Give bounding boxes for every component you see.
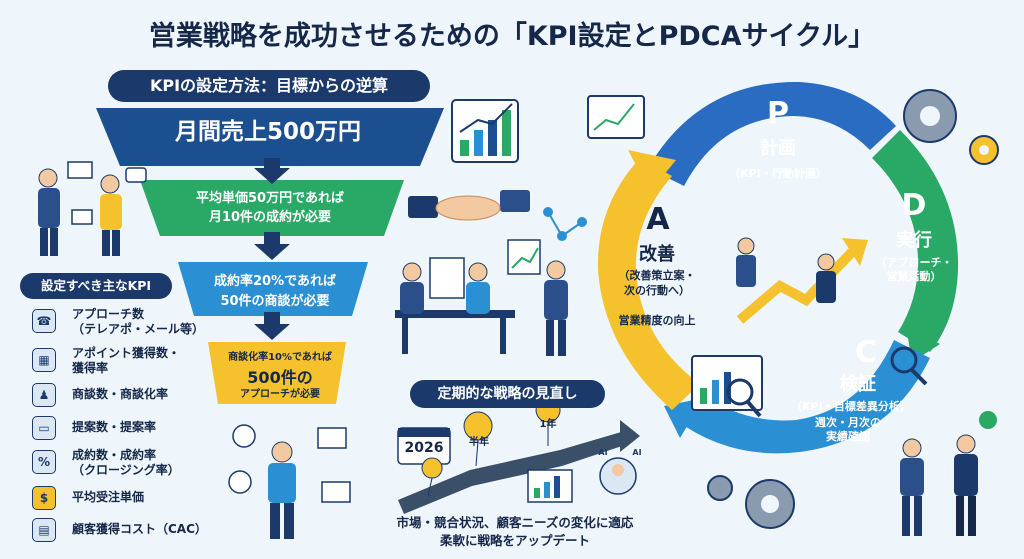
pdca-a-subtitle-line-1: （改善策立案・ bbox=[618, 269, 696, 282]
kpi-item-label: アプローチ数 bbox=[72, 307, 145, 321]
kpi-list-heading: 設定すべき主なKPI bbox=[20, 273, 172, 299]
kpi-item-label: 平均受注単価 bbox=[72, 490, 145, 504]
pdca-a-subtitle-line-2: 次の行動へ） bbox=[624, 284, 690, 297]
kpi-item-sublabel: （クロージング率） bbox=[72, 463, 180, 477]
kpi-item-label: 商談数・商談化率 bbox=[72, 387, 169, 401]
money-bag-icon: $ bbox=[32, 486, 56, 510]
kpi-item-sublabel: （テレアポ・メール等） bbox=[72, 322, 205, 336]
meeting-illustration bbox=[395, 257, 515, 354]
funnel-step-4-line-2: 500件の bbox=[247, 368, 313, 387]
kpi-item-sublabel: 獲得率 bbox=[72, 361, 109, 375]
pdca-d-subtitle-line-1: （アプローチ・ bbox=[875, 256, 953, 269]
pdca-d-letter: D bbox=[901, 188, 927, 223]
funnel-step-3 bbox=[178, 262, 368, 316]
funnel-arrow-1 bbox=[254, 158, 290, 184]
pdca-c-note: 週次・月次の 実績確認 bbox=[788, 416, 908, 444]
pdca-a-subtitle: （改善策立案・ 次の行動へ） bbox=[598, 268, 716, 298]
kpi-item-label: アポイント獲得数・ bbox=[72, 346, 181, 360]
phone-worker-illustration bbox=[228, 424, 351, 539]
funnel-step-2-line-2: 月10件の成約が必要 bbox=[208, 210, 332, 225]
handshake-icon bbox=[408, 190, 530, 221]
funnel-step-4 bbox=[208, 342, 346, 404]
people-bottom-right bbox=[900, 411, 997, 536]
pdca-d-title: 実行 bbox=[896, 230, 932, 251]
funnel-arrow-2 bbox=[254, 232, 290, 260]
pdca-a-note: 営業精度の向上 bbox=[618, 314, 696, 327]
pdca-a-letter: A bbox=[646, 202, 670, 237]
pdca-p-title: 計画 bbox=[760, 138, 796, 159]
growth-chart-icon bbox=[451, 99, 519, 163]
kpi-item-label: 顧客獲得コスト（CAC） bbox=[72, 522, 207, 536]
pdca-d-subtitle: （アプローチ・ 営業活動） bbox=[858, 256, 970, 284]
ai-badge-left: AI bbox=[598, 448, 608, 457]
strategy-caption-line-2: 柔軟に戦略をアップデート bbox=[439, 533, 590, 548]
funnel-step-2 bbox=[140, 180, 404, 236]
meeting-icon: ♟ bbox=[32, 383, 56, 407]
calendar-year-label: 2026 bbox=[404, 440, 444, 456]
page-title: 営業戦略を成功させるための「KPI設定とPDCAサイクル」 bbox=[148, 21, 876, 52]
pdca-a-segment bbox=[597, 158, 700, 410]
document-percent-icon: % bbox=[32, 450, 56, 474]
presenter-illustration bbox=[507, 239, 568, 356]
kpi-item-label: 提案数・提案率 bbox=[72, 420, 157, 434]
roadmap-illustration bbox=[397, 397, 640, 514]
pdca-p-letter: P bbox=[767, 96, 789, 131]
pdca-p-subtitle: （KPI・行動計画） bbox=[729, 167, 827, 180]
presentation-icon: ▭ bbox=[32, 416, 56, 440]
funnel-step-2-line-1: 平均単価50万円であれば bbox=[196, 191, 344, 206]
pdca-c-note-line-1: 週次・月次の bbox=[815, 416, 881, 429]
network-icon bbox=[543, 207, 587, 241]
ai-badge-right: AI bbox=[632, 448, 642, 457]
funnel-arrow-3 bbox=[254, 312, 290, 340]
pdca-c-letter: C bbox=[854, 335, 878, 370]
one-year-marker-label: 1年 bbox=[539, 419, 557, 430]
pdca-cycle bbox=[587, 81, 959, 454]
calculator-icon: ▤ bbox=[32, 518, 56, 542]
kpi-funnel bbox=[96, 108, 444, 404]
funnel-step-4-line-3: アプローチが必要 bbox=[240, 389, 320, 400]
pdca-p-segment bbox=[648, 81, 896, 186]
pdca-c-title: 検証 bbox=[840, 374, 876, 395]
pdca-c-note-line-2: 実績確認 bbox=[826, 430, 870, 443]
kpi-item-label: 成約数・成約率 bbox=[72, 448, 157, 462]
gear-icons bbox=[707, 89, 999, 529]
funnel-step-3-line-1: 成約率20%であれば bbox=[214, 274, 336, 289]
pdca-c-subtitle: （KPI・目標差異分析） bbox=[791, 400, 911, 413]
half-year-marker-label: 半年 bbox=[469, 437, 489, 448]
people-left-top bbox=[38, 161, 147, 256]
funnel-step-4-line-1: 商談化率10%であれば bbox=[228, 352, 332, 363]
phone-icon: ☎ bbox=[32, 309, 56, 333]
pdca-d-subtitle-line-2: 営業活動） bbox=[886, 270, 942, 283]
pdca-c-segment bbox=[676, 340, 930, 454]
calendar-icon: ▦ bbox=[32, 348, 56, 372]
pdca-d-segment bbox=[872, 130, 959, 352]
kpi-method-heading: KPIの設定方法：目標からの逆算 bbox=[108, 70, 430, 102]
funnel-step-3-line-2: 50件の商談が必要 bbox=[220, 294, 330, 309]
strategy-review-heading: 定期的な戦略の見直し bbox=[410, 380, 605, 408]
strategy-caption-line-1: 市場・競合状況、顧客ニーズの変化に適応 bbox=[396, 515, 634, 530]
pdca-a-title: 改善 bbox=[639, 244, 675, 265]
funnel-step-1 bbox=[96, 108, 444, 166]
funnel-step-1-label: 月間売上500万円 bbox=[174, 119, 361, 145]
